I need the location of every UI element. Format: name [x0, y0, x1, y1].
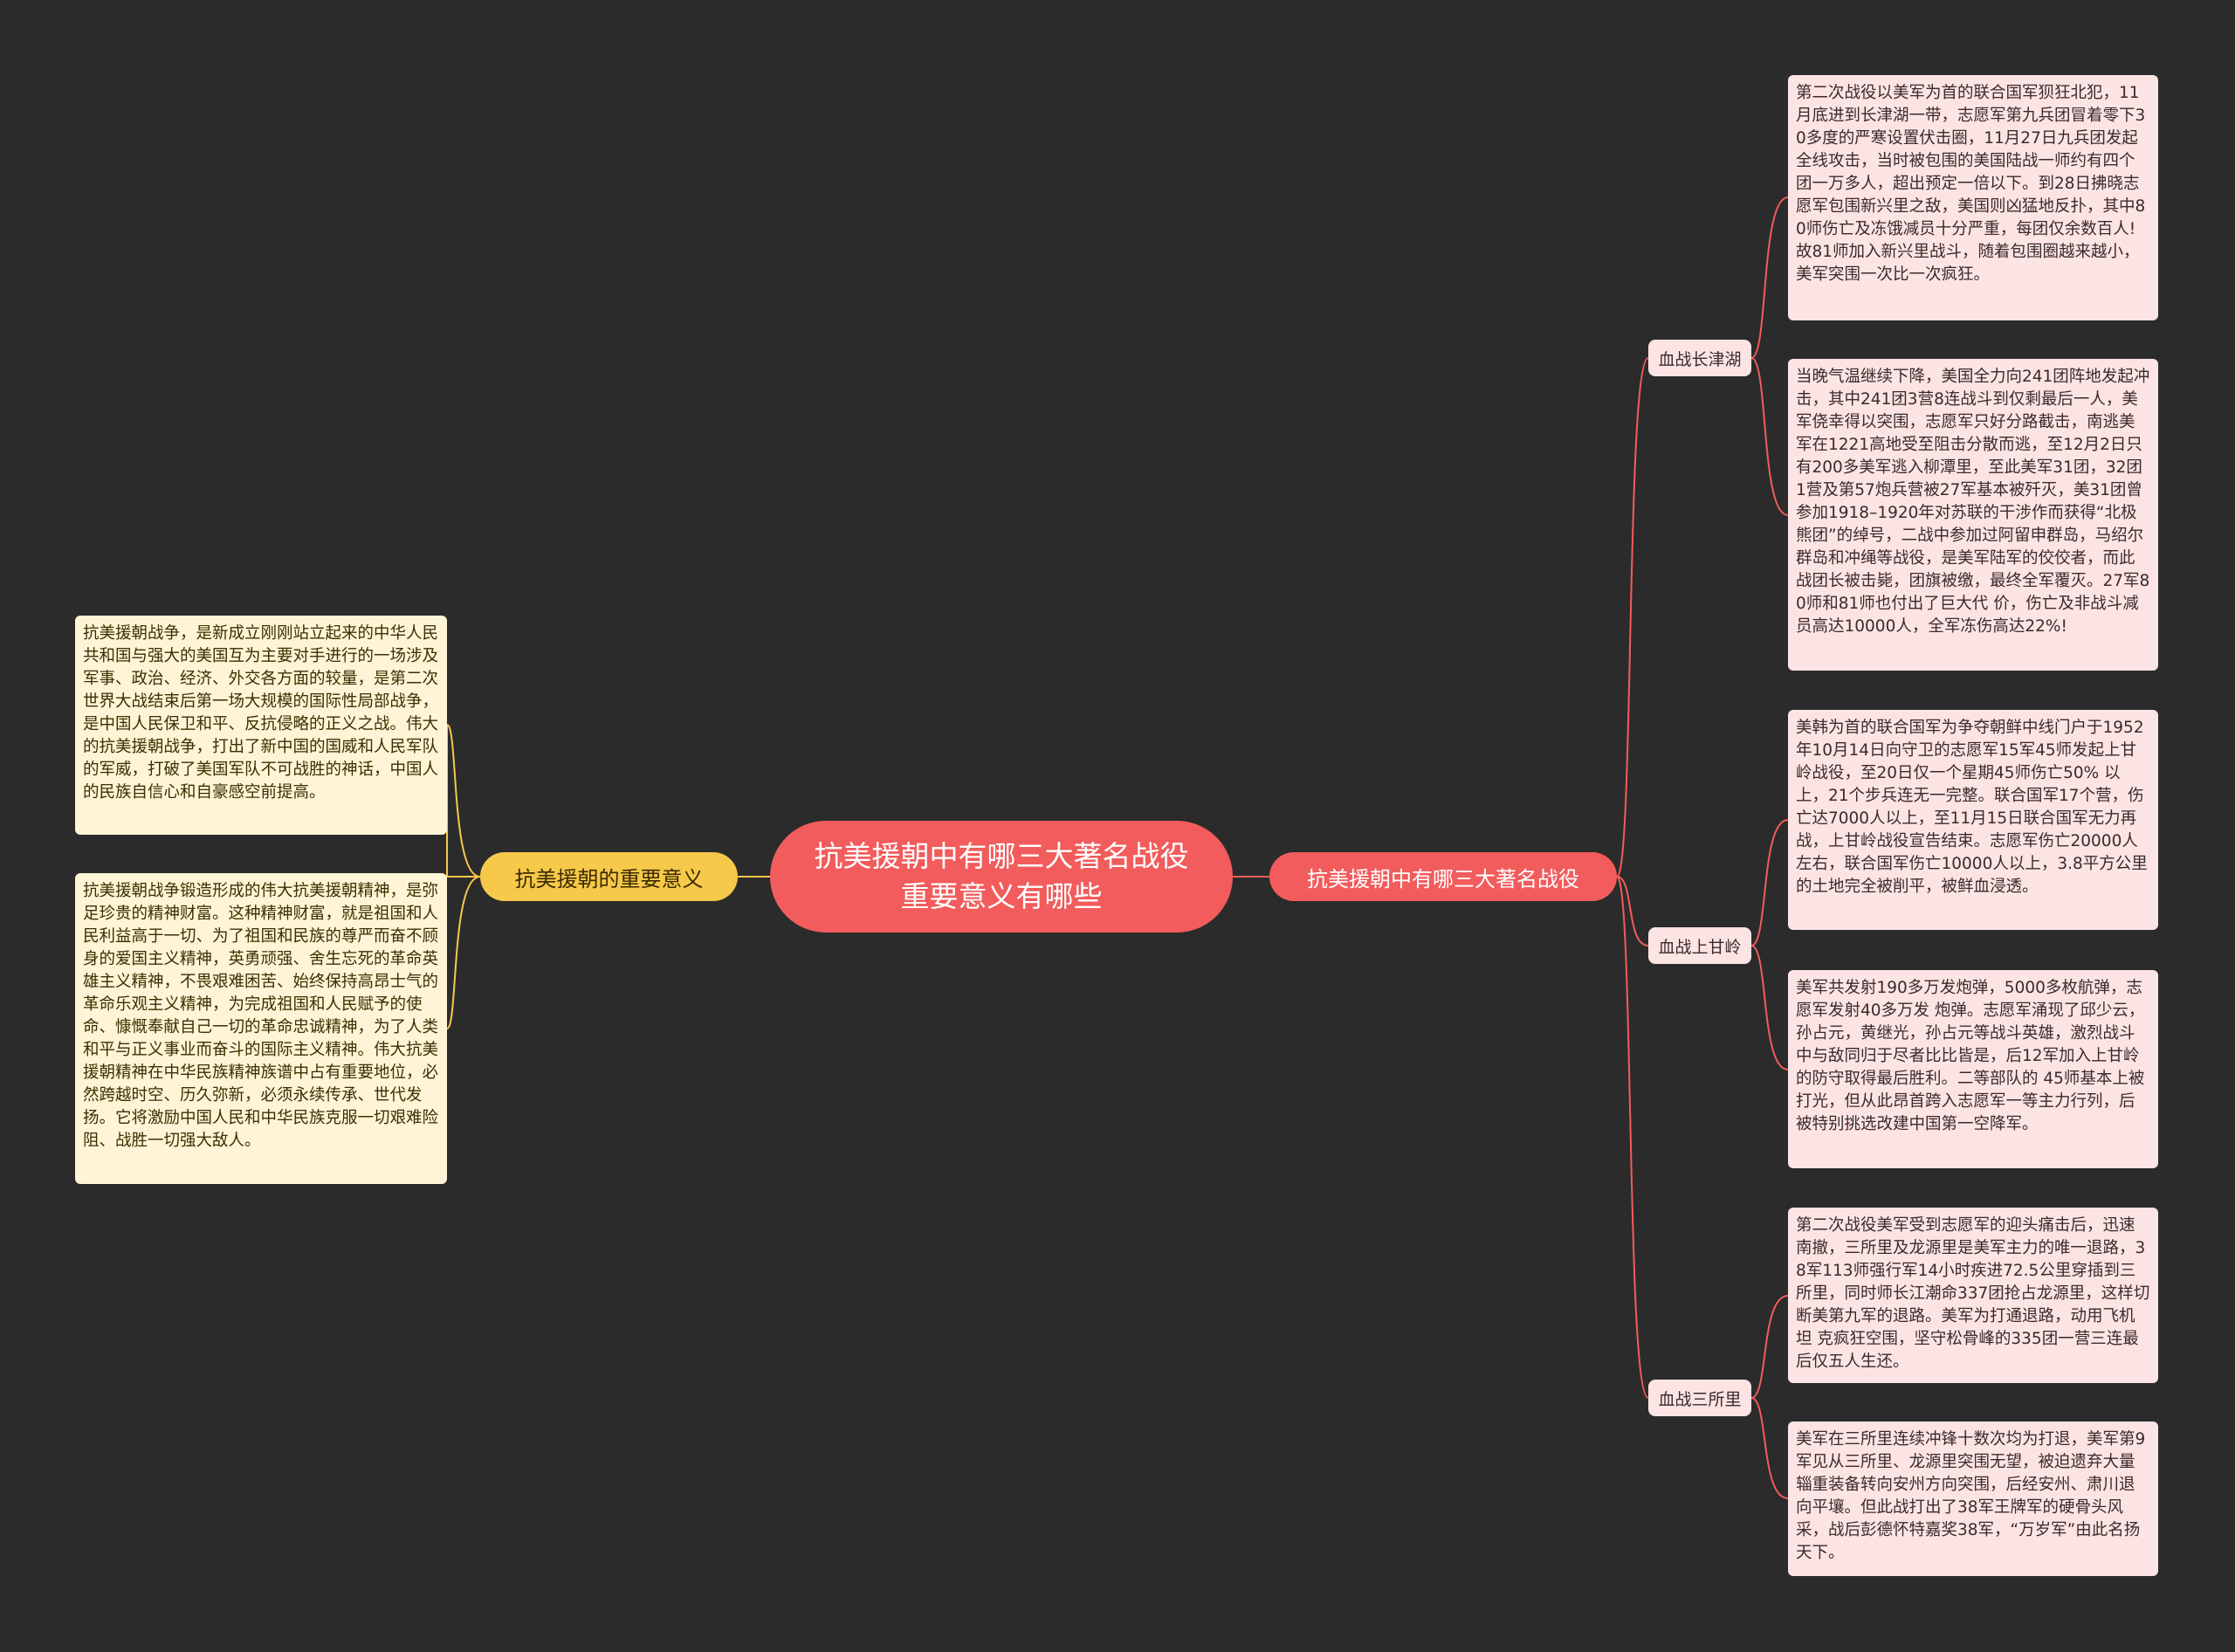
branch-three-battles[interactable]: 抗美援朝中有哪三大著名战役: [1269, 852, 1617, 901]
changjin-lake-leaf-1[interactable]: 第二次战役以美军为首的联合国军狈狂北犯，11月底进到长津湖一带，志愿军第九兵团冒…: [1788, 75, 2158, 320]
branch-three-battles-label: 抗美援朝中有哪三大著名战役: [1307, 866, 1579, 891]
battle-shangganling[interactable]: 血战上甘岭: [1648, 927, 1751, 964]
connector-sub1-leaf-2: [1750, 357, 1789, 516]
connector-sub2-leaf-2: [1750, 945, 1789, 1070]
sansuoli-leaf-2[interactable]: 美军在三所里连续冲锋十数次均为打退，美军第9军见从三所里、龙源里突围无望，被迫遗…: [1788, 1421, 2158, 1576]
connector-sub3-leaf-2: [1750, 1397, 1789, 1499]
root-topic-label: 抗美援朝中有哪三大著名战役 重要意义有哪些: [814, 839, 1189, 913]
significance-leaf-1[interactable]: 抗美援朝战争，是新成立刚刚站立起来的中华人民共和国与强大的美国互为主要对手进行的…: [75, 616, 447, 835]
connector-right-sub-3: [1616, 876, 1649, 1399]
battle-changjin-lake[interactable]: 血战长津湖: [1648, 340, 1751, 376]
shangganling-leaf-1[interactable]: 美韩为首的联合国军为争夺朝鲜中线门户于1952年10月14日向守卫的志愿军15军…: [1788, 710, 2158, 930]
root-topic[interactable]: 抗美援朝中有哪三大著名战役 重要意义有哪些: [770, 821, 1233, 933]
connector-left-leaf-1: [445, 725, 480, 878]
changjin-lake-leaf-2[interactable]: 当晚气温继续下降，美国全力向241团阵地发起冲击，其中241团3营8连战斗到仅剩…: [1788, 359, 2158, 671]
battle-shangganling-label: 血战上甘岭: [1658, 937, 1742, 957]
battle-sansuoli-label: 血战三所里: [1658, 1389, 1742, 1409]
connector-left-leaf-2-arc: [446, 876, 481, 1029]
branch-significance[interactable]: 抗美援朝的重要意义: [480, 852, 738, 901]
shangganling-leaf-2[interactable]: 美军共发射190多万发炮弹，5000多枚航弹，志愿军发射40多万发 炮弹。志愿军…: [1788, 970, 2158, 1168]
battle-sansuoli[interactable]: 血战三所里: [1648, 1380, 1751, 1416]
connector-right-sub-1: [1616, 357, 1649, 878]
sansuoli-leaf-1[interactable]: 第二次战役美军受到志愿军的迎头痛击后，迅速南撤，三所里及龙源里是美军主力的唯一退…: [1788, 1208, 2158, 1383]
connector-left-leaf-1-arc: [446, 724, 481, 878]
connector-sub3-leaf-1: [1750, 1295, 1789, 1399]
connector-sub2-leaf-1: [1750, 819, 1789, 946]
connector-sub1-leaf-1: [1750, 196, 1789, 359]
connector-right-sub-2: [1616, 876, 1649, 946]
significance-leaf-2[interactable]: 抗美援朝战争锻造形成的伟大抗美援朝精神，是弥足珍贵的精神财富。这种精神财富，就是…: [75, 873, 447, 1184]
battle-changjin-lake-label: 血战长津湖: [1658, 349, 1742, 369]
branch-significance-label: 抗美援朝的重要意义: [514, 866, 704, 891]
